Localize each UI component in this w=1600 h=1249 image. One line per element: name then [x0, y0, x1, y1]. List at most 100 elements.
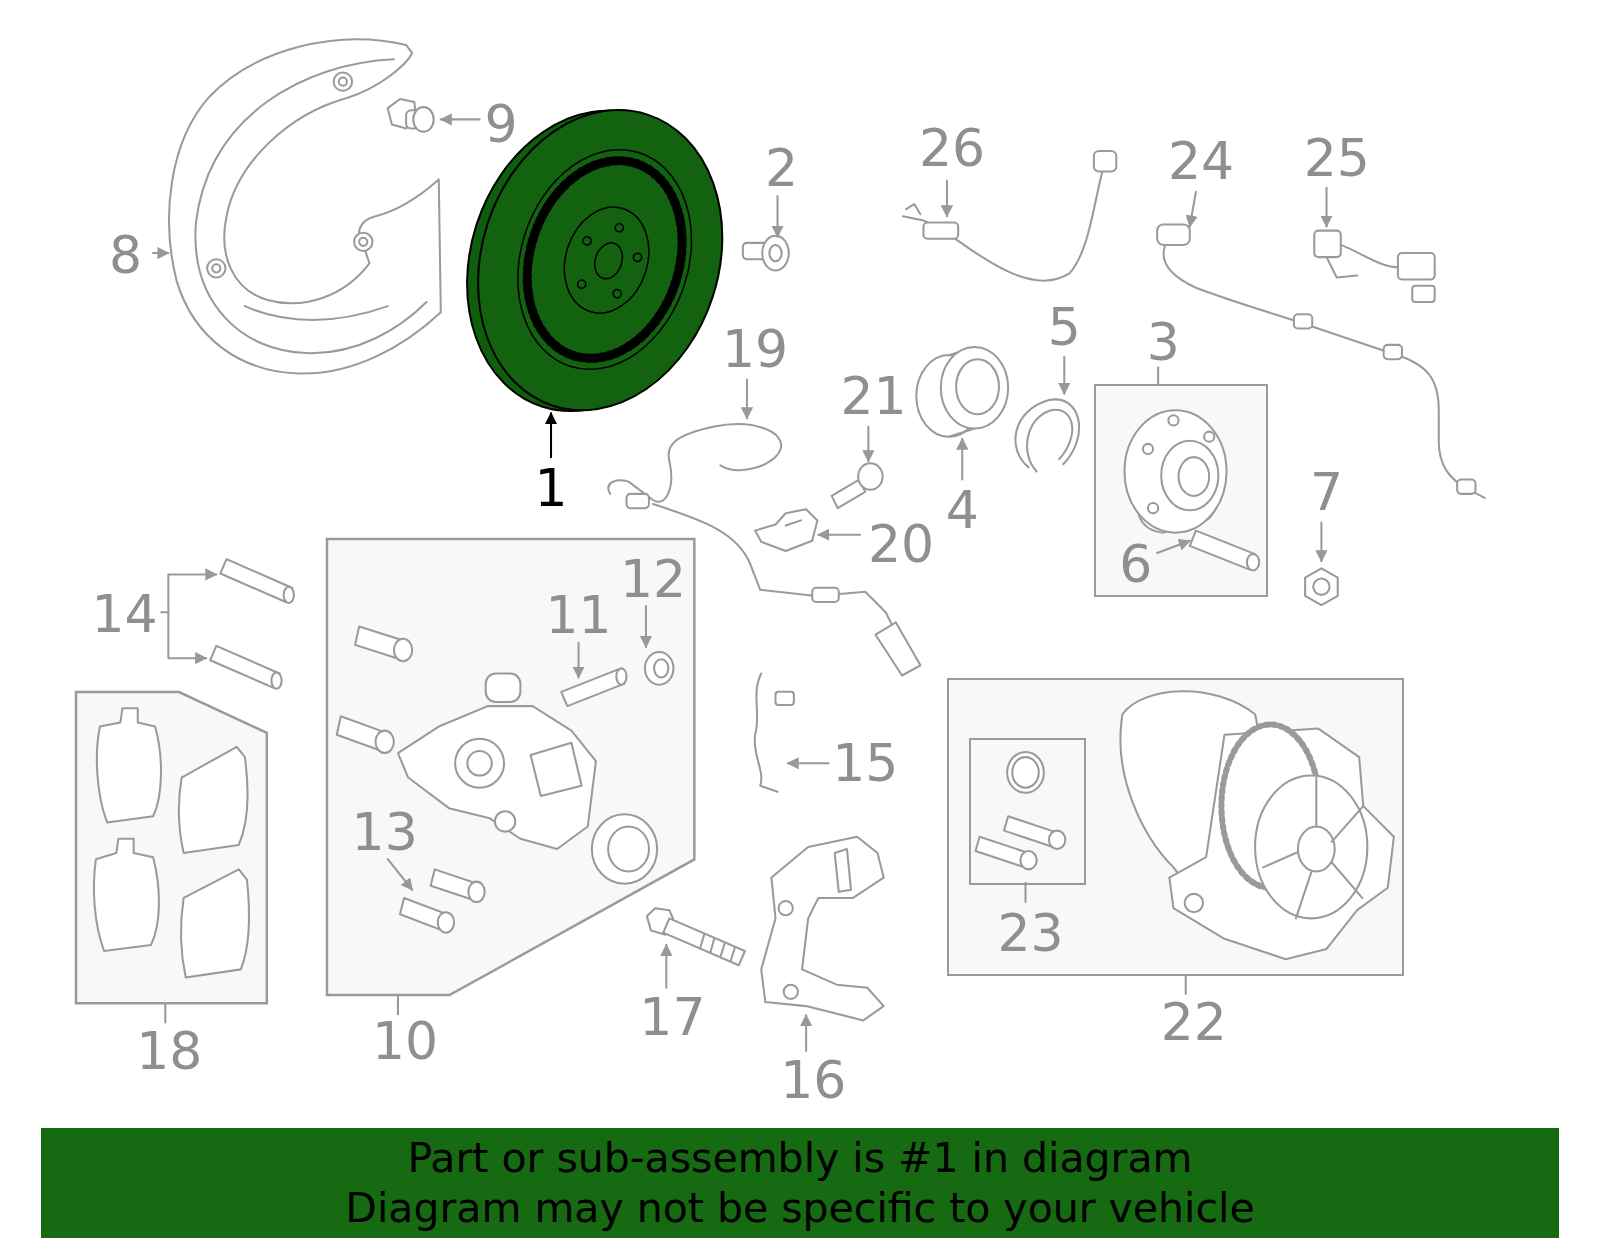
brake-caliper: [486, 673, 521, 702]
guide-pin: [220, 559, 291, 602]
callout-number: 1: [534, 462, 567, 514]
group-outline: [327, 539, 694, 995]
brake-caliper: [455, 739, 504, 788]
brake-caliper: [398, 673, 657, 883]
guide-pin: [210, 646, 279, 688]
screw: [743, 236, 789, 271]
callout-number: 3: [1147, 316, 1180, 368]
wheel-hub: [1179, 457, 1210, 496]
bolt: [413, 107, 433, 131]
connector-harness: [1314, 231, 1341, 258]
leader-line: [1185, 976, 1187, 994]
dust-boot: [645, 652, 674, 685]
leader-line: [1325, 188, 1327, 227]
leader-line: [153, 252, 168, 254]
splash-shield: [195, 59, 426, 353]
bushing: [438, 912, 454, 932]
leader-line: [645, 606, 647, 647]
sensor-wire: [812, 588, 839, 602]
leader-line: [1190, 192, 1196, 227]
group-outline: [76, 692, 267, 1003]
leader-line: [1024, 883, 1026, 902]
sensor-wire: [1094, 151, 1116, 171]
sensor-wire: [903, 165, 1104, 280]
splash-shield: [359, 238, 367, 246]
sensor-wire: [1294, 314, 1312, 328]
bolt: [663, 918, 745, 965]
splash-shield: [212, 264, 220, 272]
callout-number: 14: [91, 588, 157, 640]
connector-harness: [1327, 257, 1358, 277]
hub-nut: [1305, 568, 1338, 605]
brake-caliper: [398, 706, 596, 849]
sensor-wire: [608, 424, 781, 502]
callout-number: 18: [136, 1025, 202, 1077]
bolt: [700, 935, 735, 962]
wheel-bearing: [956, 359, 999, 414]
wheel-bearing: [916, 347, 1008, 437]
wheel-hub: [1161, 441, 1218, 510]
splash-shield: [169, 39, 441, 373]
hub-nut: [1305, 568, 1338, 605]
callout-number: 16: [780, 1054, 846, 1106]
callout-number: 13: [352, 806, 418, 858]
sensor-wire: [1457, 480, 1475, 494]
seal-kit: [1020, 851, 1036, 869]
sensor-wire: [876, 622, 921, 675]
brake-pad: [179, 747, 248, 853]
callout-number: 17: [639, 991, 705, 1043]
sensor-wire: [1157, 224, 1190, 244]
leader-line: [961, 439, 963, 480]
pad-wear-wire: [776, 692, 794, 705]
brake-rotor: [429, 75, 760, 446]
splash-shield: [354, 233, 372, 251]
wheel-hub: [1204, 432, 1214, 442]
seal-kit: [1007, 752, 1044, 793]
hub-nut: [1313, 579, 1329, 595]
leader-line: [550, 413, 552, 457]
leader-line: [388, 859, 412, 890]
leader-line: [441, 118, 480, 120]
wheel-hub: [1124, 410, 1226, 532]
caliper-bracket: [784, 985, 798, 999]
leader-line: [153, 119, 1326, 1051]
group-outline: [76, 692, 267, 1003]
brake-rotor: [440, 78, 760, 442]
splash-shield: [169, 39, 441, 373]
callout-number: 7: [1310, 466, 1343, 518]
wheel-stud: [1190, 531, 1259, 571]
wheel-hub: [1124, 410, 1226, 532]
wheel-hub: [1168, 415, 1178, 425]
leader-line: [805, 1015, 807, 1051]
seal-kit: [1012, 757, 1039, 788]
callout-number: 26: [919, 122, 985, 174]
bushing: [376, 731, 394, 753]
bushing: [394, 639, 412, 661]
parking-brake-motor: [1263, 778, 1363, 919]
bolt: [858, 463, 882, 490]
callout-number: 23: [997, 907, 1063, 959]
snap-ring: [1015, 399, 1079, 471]
brake-rotor: [632, 252, 642, 262]
brake-rotor: [614, 223, 624, 233]
leader-line: [161, 574, 216, 612]
group-box: 23: [969, 738, 1085, 885]
leader-line: [1063, 357, 1065, 394]
guide-pin: [271, 672, 281, 688]
leader-line: [746, 380, 748, 419]
callout-number: 19: [722, 323, 788, 375]
caliper-bracket: [835, 849, 851, 892]
group-ground: [76, 692, 267, 1003]
parking-brake-motor: [1298, 827, 1335, 872]
group-box: 10: [327, 539, 694, 995]
connector-harness: [1398, 253, 1435, 280]
leader-line: [168, 612, 206, 658]
callout-number: 20: [868, 518, 934, 570]
splash-shield: [334, 72, 352, 90]
callout-number: 10: [372, 1015, 438, 1067]
wheel-stud: [1190, 531, 1255, 570]
brake-rotor: [551, 196, 662, 324]
wheel-hub: [1143, 444, 1153, 454]
callout-number: 5: [1048, 301, 1081, 353]
wheel-hub: [1148, 503, 1158, 513]
